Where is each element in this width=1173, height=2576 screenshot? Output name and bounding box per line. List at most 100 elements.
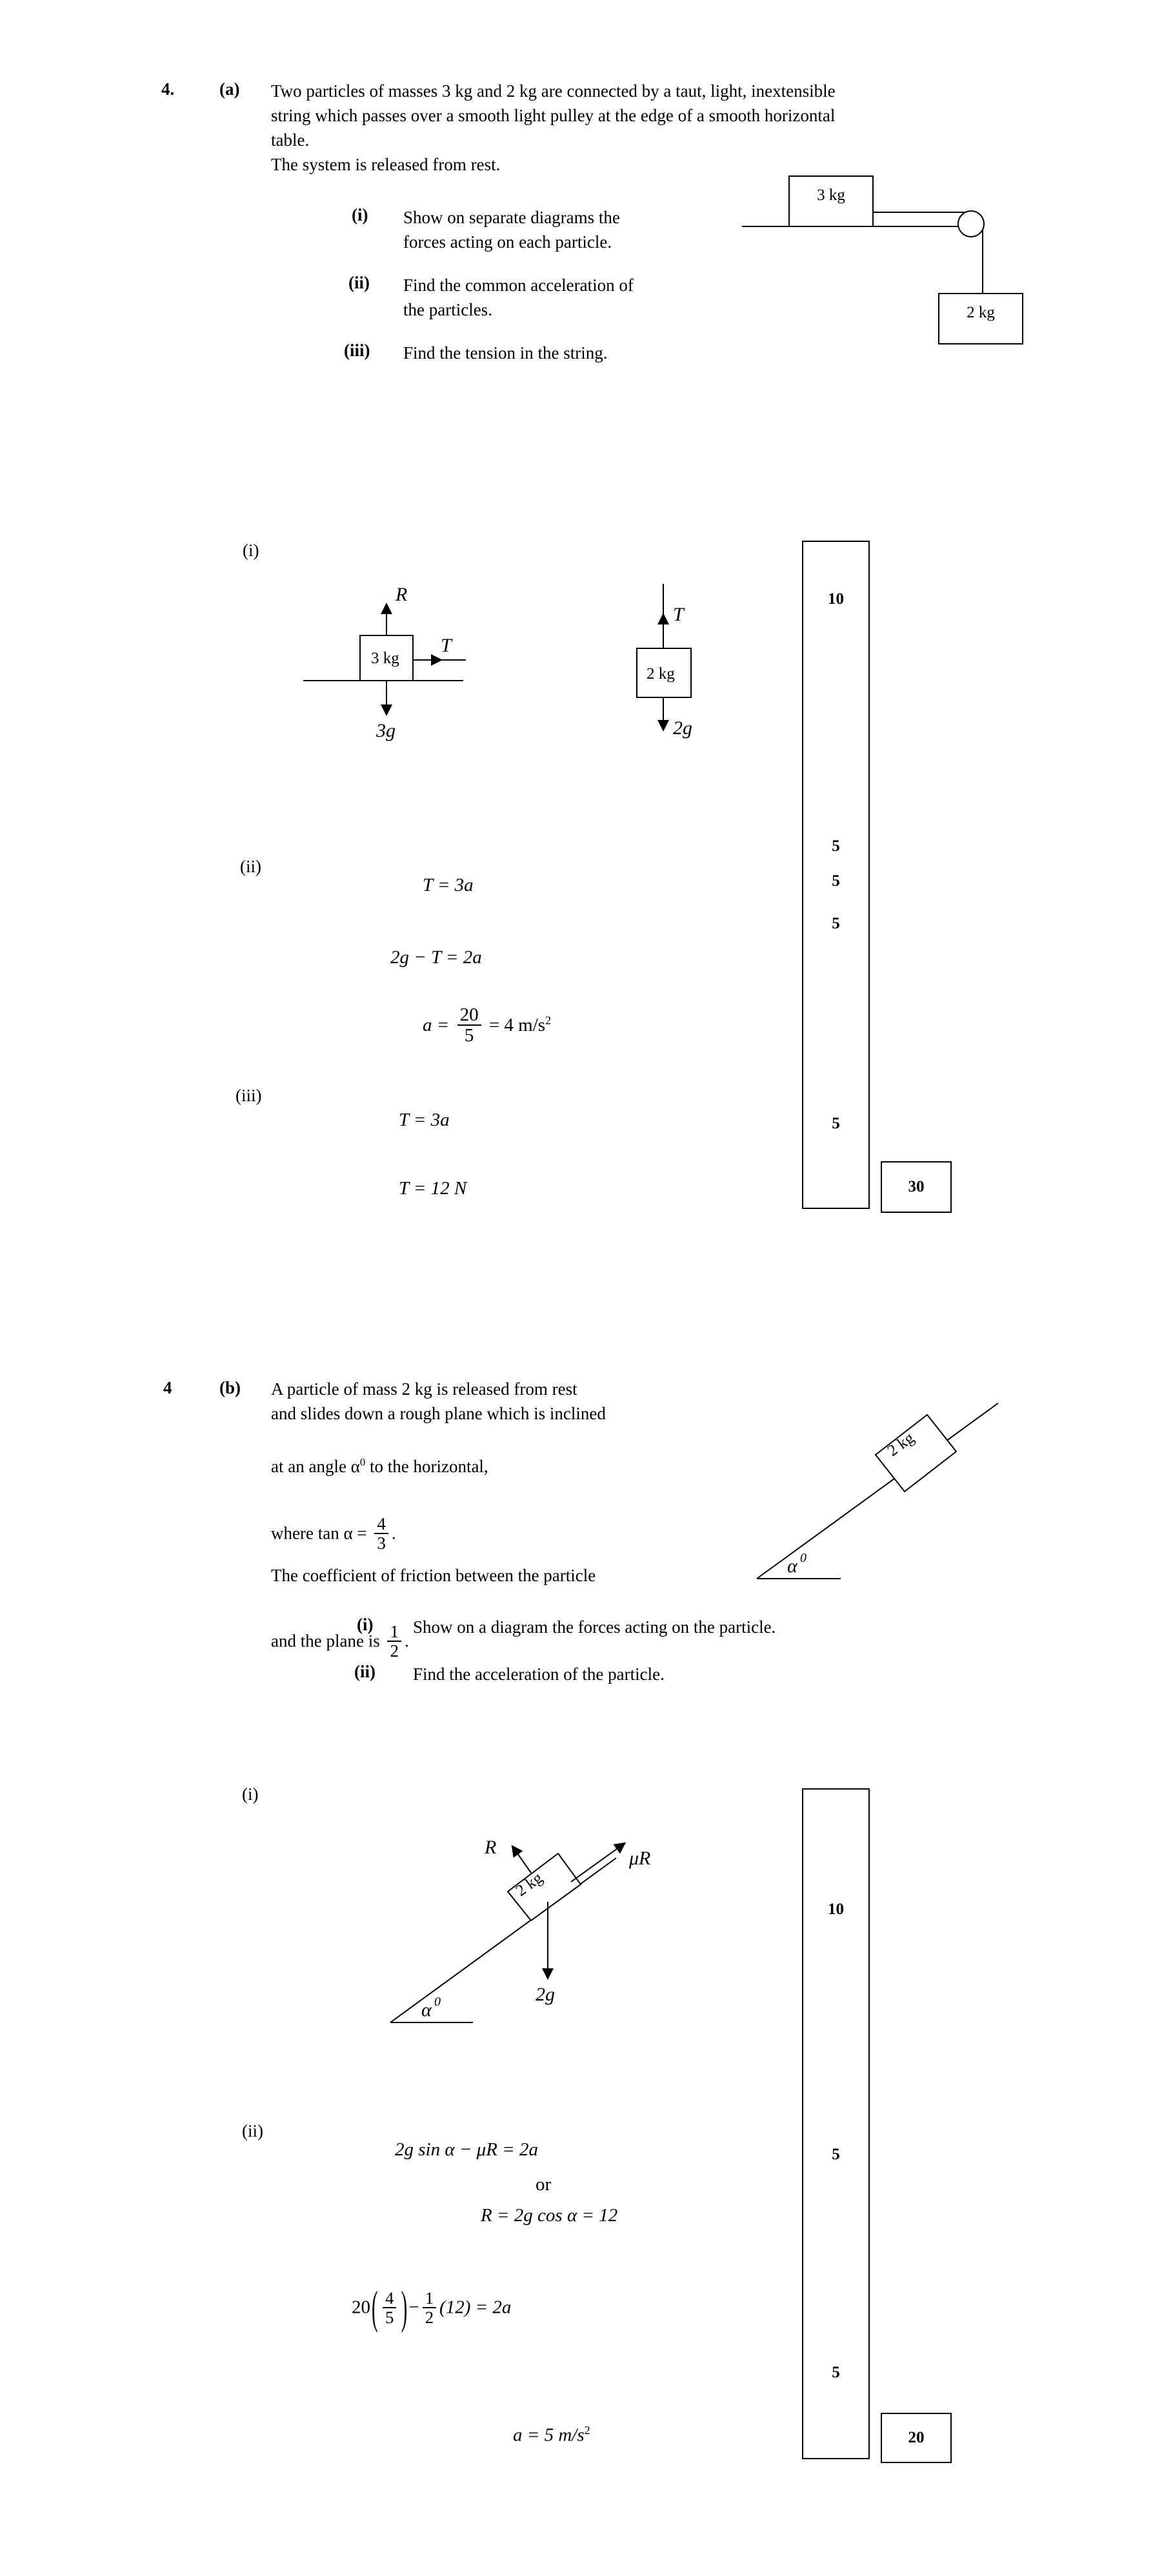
free-body-diagram-incline: 2 kg R μR 2g α 0 <box>358 1784 694 2035</box>
marks-b-value-1: 10 <box>828 1901 844 1918</box>
solution-a-equation-1: T = 3a <box>423 876 474 895</box>
eq-b3-coefficient: 20 <box>352 2297 370 2318</box>
marks-b-total-box: 20 <box>881 2413 952 2463</box>
eq-a3-prefix: a = <box>423 1015 454 1036</box>
solution-b-equation-1: 2g sin α − μR = 2a <box>395 2141 538 2159</box>
eq-a5-text: T = 12 N <box>399 1178 467 1199</box>
solution-a-equation-4: T = 3a <box>399 1111 450 1130</box>
fbd-normal-force-label: R <box>484 1837 496 1858</box>
tan-alpha-numerator: 4 <box>377 1514 386 1533</box>
weight-label-3g: 3g <box>376 720 396 741</box>
eq-b3-f1-numerator: 4 <box>385 2288 394 2308</box>
question-b-sub-i-label: (i) <box>357 1615 374 1634</box>
fbd-block-3kg-label: 3 kg <box>371 650 399 667</box>
question-b-sub-ii-text: Find the acceleration of the particle. <box>413 1664 665 1684</box>
block-2kg-label: 2 kg <box>967 304 995 321</box>
mu-denominator: 2 <box>387 1641 401 1660</box>
marks-a-value-1: 10 <box>828 590 844 608</box>
mu-value-prefix: and the plane is <box>271 1631 385 1651</box>
eq-b3-tail: (12) = 2a <box>439 2297 512 2318</box>
eq-b3-f2-numerator: 1 <box>425 2288 434 2308</box>
eq-a3-suffix: = 4 m/s <box>484 1015 546 1036</box>
eq-b-or-text: or <box>536 2174 552 2195</box>
solution-a-equation-5: T = 12 N <box>399 1179 466 1198</box>
question-a-sub-ii-text: Find the common acceleration of the part… <box>403 275 634 319</box>
marks-a-value-4: 5 <box>832 915 840 932</box>
question-b-sub-ii-label: (ii) <box>354 1662 376 1681</box>
question-a-sub-i-label: (i) <box>352 205 368 225</box>
normal-force-label: R <box>395 584 407 605</box>
question-b-line-3-prefix: at an angle <box>271 1457 351 1476</box>
fbd-weight-label: 2g <box>536 1984 555 2005</box>
block-2kg-shape <box>938 293 1023 344</box>
eq-b3-minus: − <box>408 2297 419 2318</box>
eq-a2-text: 2g − T = 2a <box>390 947 482 968</box>
fbd-block-2kg-shape <box>636 648 692 698</box>
question-b-line-3-suffix: to the horizontal, <box>365 1457 488 1476</box>
solution-a-i-label: (i) <box>243 541 259 560</box>
question-b-line-1: A particle of mass 2 kg is released from… <box>271 1379 577 1399</box>
question-a-sub-iii-label: (iii) <box>344 341 370 360</box>
question-b-line-5: The coefficient of friction between the … <box>271 1565 596 1585</box>
question-part-b-label: (b) <box>219 1378 241 1397</box>
tan-alpha-suffix: . <box>391 1523 396 1543</box>
solution-b-ii-label: (ii) <box>242 2121 263 2141</box>
incline-slope-line <box>756 1403 999 1579</box>
marks-column-a: 10 5 5 5 5 <box>802 541 870 1209</box>
pulley-circle <box>957 210 985 237</box>
question-number-a: 4. <box>161 79 175 99</box>
question-a-sub-i-text: Show on separate diagrams the forces act… <box>403 208 620 252</box>
solution-a-ii-label: (ii) <box>240 857 261 876</box>
fbd-angle-label: α <box>421 1999 432 2021</box>
eq-a3-denominator: 5 <box>457 1024 481 1046</box>
solution-a-iii-label: (iii) <box>236 1086 262 1105</box>
tan-alpha-denominator: 3 <box>374 1533 388 1553</box>
solution-b-i-label: (i) <box>242 1784 259 1804</box>
mu-value-suffix: . <box>404 1631 409 1651</box>
marks-a-value-2: 5 <box>832 837 840 855</box>
marks-a-value-5: 5 <box>832 1115 840 1132</box>
eq-b3-paren-group: 45 <box>370 2288 408 2328</box>
incline-angle-label: α <box>787 1555 798 1577</box>
pulley-system-diagram: 3 kg 2 kg <box>742 165 1078 358</box>
tan-alpha-prefix: where tan α = <box>271 1523 372 1543</box>
fbd-angle-degree: 0 <box>434 1995 441 2009</box>
weight-label-2g: 2g <box>673 717 692 739</box>
incline-block-2kg-shape <box>874 1413 957 1493</box>
eq-b4-exponent: 2 <box>584 2424 590 2437</box>
eq-b3-f1-denominator: 5 <box>383 2307 397 2326</box>
marks-b-value-2: 5 <box>832 2146 840 2163</box>
fbd-block-2kg-label: 2 kg <box>647 665 675 683</box>
marks-a-value-3: 5 <box>832 872 840 890</box>
fbd-friction-arrow <box>570 1842 627 1882</box>
solution-b-equation-or: or <box>536 2175 551 2194</box>
eq-b1-text: 2g sin α − μR = 2a <box>395 2139 538 2160</box>
marks-column-b: 10 5 5 <box>802 1788 870 2459</box>
fbd-incline-block-shape <box>506 1852 582 1922</box>
marks-b-value-3: 5 <box>832 2364 840 2381</box>
free-body-diagram-2kg: 2 kg T 2g <box>613 568 781 768</box>
eq-b3-f2-denominator: 2 <box>422 2307 437 2326</box>
tension-label-left: T <box>441 635 453 656</box>
marks-a-total-box: 30 <box>881 1161 952 1213</box>
incline-angle-degree: 0 <box>800 1551 807 1565</box>
eq-a1-text: T = 3a <box>423 875 474 895</box>
fbd-normal-force-arrow <box>511 1844 532 1873</box>
free-body-diagram-3kg: 3 kg R T 3g <box>303 574 574 768</box>
eq-b2-text: R = 2g cos α = 12 <box>481 2205 618 2226</box>
question-a-sub-iii-text: Find the tension in the string. <box>403 343 608 363</box>
eq-b3-fraction-1: 45 <box>383 2288 397 2326</box>
solution-b-equation-4: a = 5 m/s2 <box>513 2424 590 2445</box>
question-a-body: Two particles of masses 3 kg and 2 kg ar… <box>271 81 836 174</box>
block-3kg-label: 3 kg <box>817 186 845 204</box>
question-b-line-2: and slides down a rough plane which is i… <box>271 1404 606 1423</box>
fbd-incline-slope-line <box>390 1857 617 2023</box>
